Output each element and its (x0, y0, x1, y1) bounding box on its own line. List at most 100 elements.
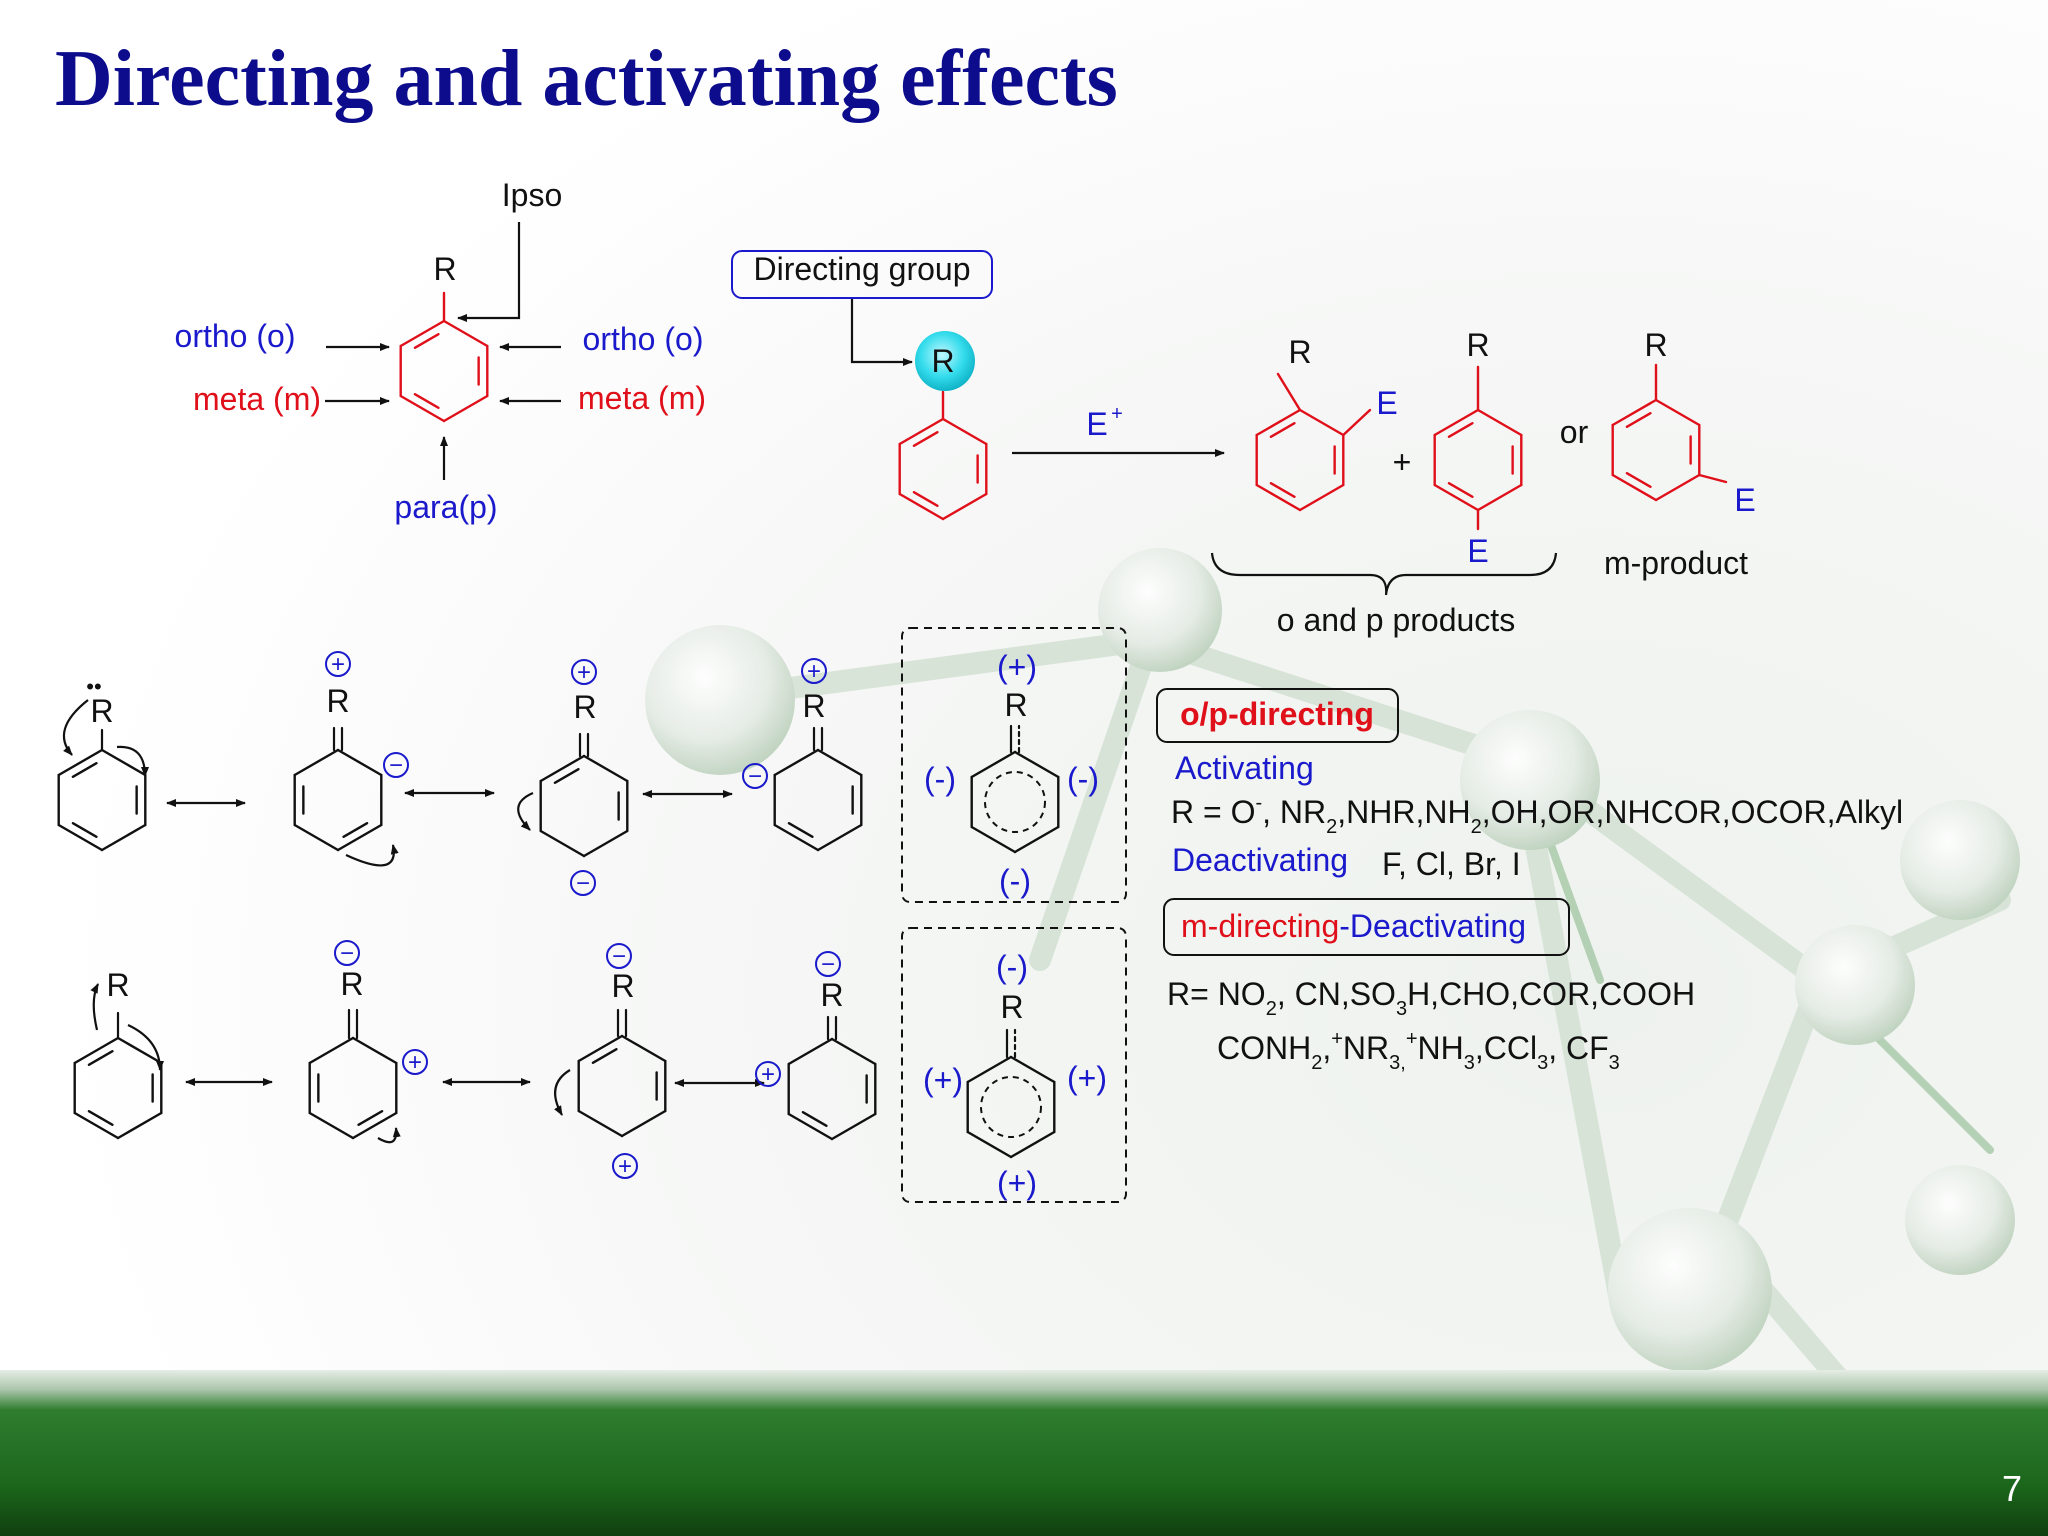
charge-circle (815, 951, 841, 977)
ring-double-bond (342, 822, 369, 838)
ring-bond (830, 1112, 877, 1141)
electrophile-bond (1698, 473, 1728, 484)
ring-bond (582, 754, 629, 783)
ortho-product-ring (1255, 408, 1345, 512)
resonance-hybrid-box (901, 627, 1127, 903)
ring-bond (308, 1036, 355, 1065)
charge-symbol: − (821, 951, 835, 978)
electron-arrow (90, 983, 99, 1031)
ring-bond (787, 1037, 834, 1066)
electron-arrow (116, 745, 149, 777)
ring-bond (577, 1109, 624, 1138)
ring-bond (830, 1037, 877, 1066)
electrophile-bond (1342, 408, 1372, 437)
ring-bond (966, 1130, 1013, 1159)
ring-bond (1476, 483, 1523, 512)
ring-bond (1433, 408, 1480, 437)
page-number: 7 (2001, 1468, 2022, 1509)
m-directing-groups-line2: CONH2,+NR3,+NH3,CCl3, CF3 (1217, 1028, 1620, 1074)
charge-symbol: + (807, 658, 821, 685)
ring-bond (399, 319, 446, 348)
ring-bond (577, 1034, 624, 1063)
ring-bond (442, 394, 489, 423)
molecule-model-decoration (645, 548, 2020, 1391)
charge-symbol: + (331, 651, 345, 678)
ring-bond (399, 394, 446, 423)
positions-diagram (325, 222, 561, 480)
ring-bond (773, 823, 820, 852)
ring-bond (351, 1036, 398, 1065)
ring-bond (966, 1055, 1013, 1084)
ring-bond (941, 492, 988, 521)
molecule-ball (1900, 800, 2020, 920)
ring-bond (1009, 1055, 1056, 1084)
ring-double-bond (413, 333, 440, 349)
charge-circle (755, 1061, 781, 1087)
molecule-ball (1098, 548, 1222, 672)
partial-charge: (+) (923, 1062, 963, 1098)
ring-bond (970, 750, 1017, 779)
ring-substituent: R (90, 693, 113, 729)
charge-symbol: − (340, 940, 354, 967)
partial-charge: (-) (1067, 761, 1099, 797)
m-directing-title: m-directing-Deactivating (1181, 908, 1526, 944)
op-directing-box (1156, 688, 1399, 743)
electron-arrow (517, 791, 534, 831)
ring-bond (787, 1112, 834, 1141)
resonance-ring (787, 1037, 877, 1141)
partial-charge: (+) (1067, 1060, 1107, 1096)
ring-substituent: R (820, 977, 843, 1013)
ring-bond (57, 823, 104, 852)
charge-symbol: − (576, 870, 590, 897)
ring-bond (816, 748, 863, 777)
charge-circle (570, 870, 596, 896)
ring-bond (1255, 483, 1302, 512)
ring-substituent: R (106, 967, 129, 1003)
ring-bond (100, 748, 147, 777)
halogens-list: F, Cl, Br, I (1382, 846, 1521, 882)
plus-sign: + (1393, 444, 1412, 480)
meta-product-ring (1611, 398, 1701, 502)
op-products-label: o and p products (1277, 602, 1515, 638)
directing-group-box (731, 250, 993, 299)
resonance-ring (577, 1034, 667, 1138)
ring-bond (57, 748, 104, 777)
activating-groups: R = O-, NR2,NHR,NH2,OH,OR,NHCOR,OCOR,Alk… (1171, 792, 1903, 838)
ring-bond (1013, 825, 1060, 854)
charge-circle (612, 1153, 638, 1179)
charge-circle (334, 940, 360, 966)
deactivating-label: Deactivating (1172, 842, 1348, 878)
charge-circle (571, 659, 597, 685)
meta-right-label: meta (m) (578, 380, 706, 416)
meta-left-label: meta (m) (193, 381, 321, 417)
partial-charge: (-) (996, 949, 1028, 985)
resonance-hybrid-box (901, 927, 1127, 1203)
ring-double-bond (591, 1047, 618, 1065)
ring-bond (1298, 408, 1345, 437)
electron-arrow (554, 1069, 571, 1116)
ring-substituent: R (1000, 989, 1023, 1025)
molecule-ball (1795, 925, 1915, 1045)
directing-group-highlight (915, 331, 975, 391)
slide-title: Directing and activating effects (55, 35, 1118, 123)
ortho-product-r: R (1288, 334, 1311, 370)
ring-double-bond (87, 1049, 114, 1067)
ring-bond (941, 417, 988, 446)
para-product-r: R (1466, 327, 1489, 363)
activating-label: Activating (1175, 750, 1314, 786)
electron-arrow (377, 1127, 401, 1144)
charge-symbol: + (761, 1061, 775, 1088)
resonance-ring (308, 1036, 398, 1140)
molecule-ball (1905, 1165, 2015, 1275)
hybrid-ring (966, 1055, 1056, 1159)
ring-bond (773, 748, 820, 777)
charge-circle (742, 763, 768, 789)
ring-double-bond (912, 491, 939, 507)
meta-product-e: E (1734, 482, 1755, 518)
ring-double-bond (553, 768, 580, 784)
ring-bond (1298, 483, 1345, 512)
